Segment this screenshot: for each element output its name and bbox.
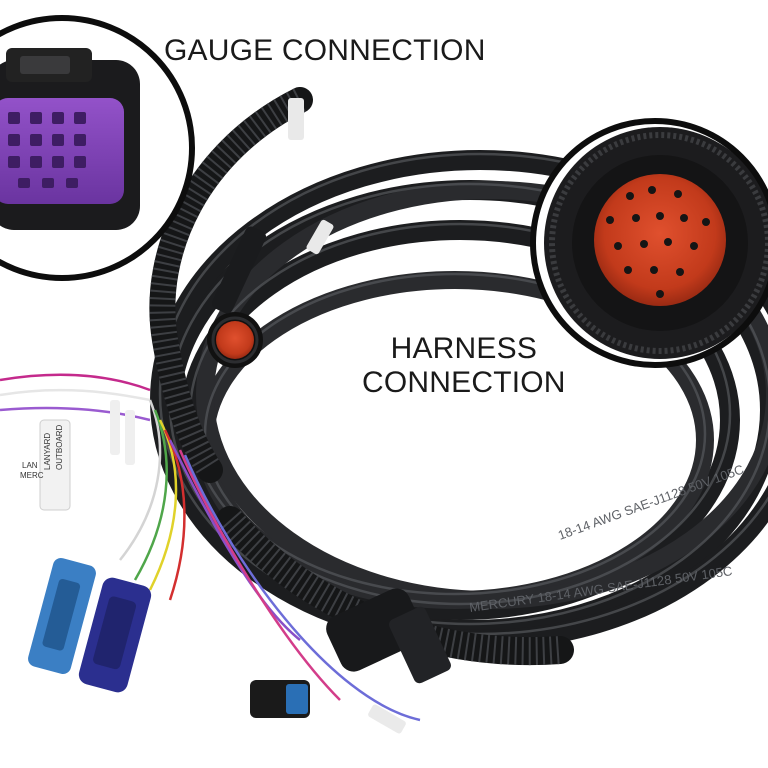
- wire-tag-lan: LAN: [22, 461, 38, 470]
- harness-connection-inset: [530, 118, 768, 368]
- harness-label-line1: HARNESS: [390, 332, 538, 365]
- harness-label-line2: CONNECTION: [362, 365, 566, 399]
- wire-tag-outboard: OUTBOARD: [55, 424, 64, 470]
- cable-tag: [306, 219, 334, 255]
- blue-connector-pair: [28, 558, 152, 693]
- cable-tag: [288, 98, 304, 140]
- harness-pins: [606, 186, 710, 298]
- harness-plug-inline: [207, 226, 267, 368]
- wire-tags: LANYARD OUTBOARD LAN MERC: [20, 400, 135, 511]
- gauge-connection-label: GAUGE CONNECTION: [164, 34, 486, 67]
- harness-connection-label: HARNESS CONNECTION: [362, 332, 566, 399]
- black-connector-body: [326, 588, 451, 684]
- wire-tag-merc: MERC: [20, 471, 44, 480]
- small-connector: [250, 680, 406, 734]
- gauge-pins: [8, 112, 86, 188]
- gauge-connection-inset: [0, 15, 195, 281]
- wire-tag-lanyard: LANYARD: [43, 433, 52, 470]
- wire-breakout: [0, 373, 421, 722]
